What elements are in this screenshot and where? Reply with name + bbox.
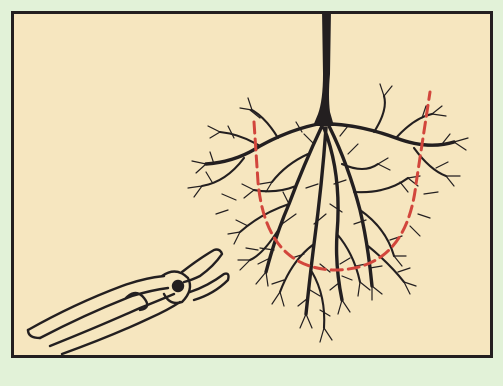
illustration-panel [11,11,493,358]
root-pruning-illustration [14,14,490,355]
tree-trunk-icon [313,14,334,126]
pruning-shears-icon [28,250,229,355]
